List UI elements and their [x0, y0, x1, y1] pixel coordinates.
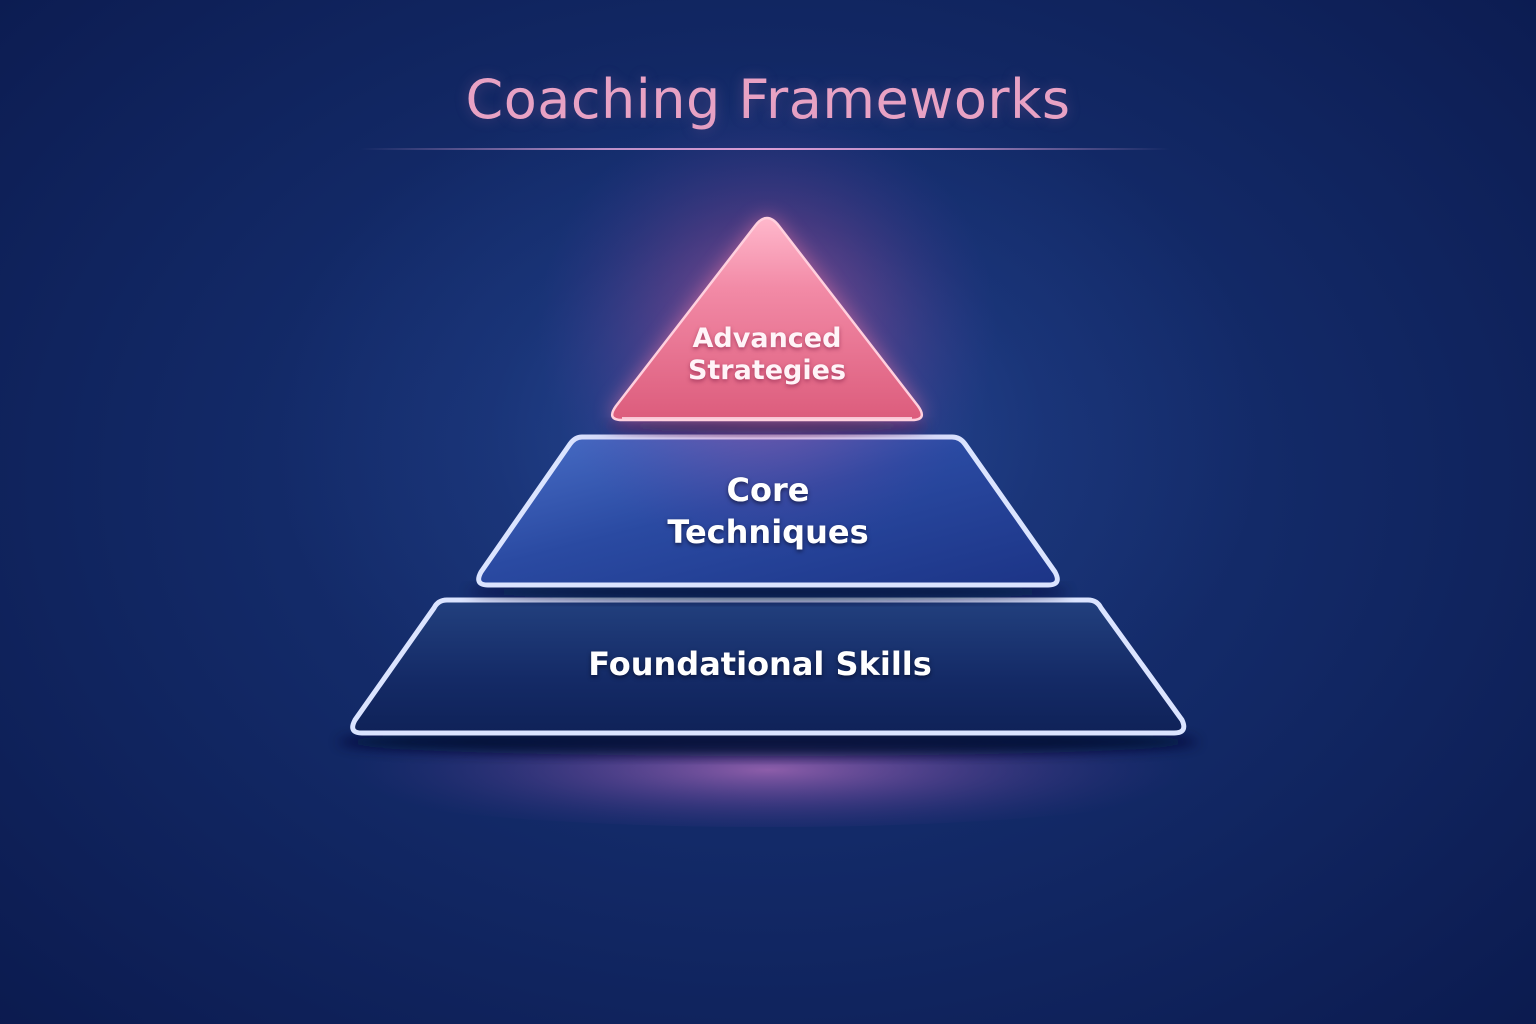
tier-label-advanced-strategies: Advanced Strategies — [617, 323, 917, 387]
tier-label-line: Advanced — [692, 323, 842, 354]
tier-label-foundational-skills: Foundational Skills — [460, 645, 1060, 684]
tier-label-line: Foundational Skills — [588, 645, 932, 683]
tier-label-line: Techniques — [667, 512, 869, 551]
tier-label-line: Strategies — [687, 354, 847, 386]
tier-advanced-strategies[interactable] — [610, 216, 924, 422]
tier-foundational-skills[interactable] — [350, 597, 1187, 736]
tier-label-core-techniques: Core Techniques — [568, 470, 968, 553]
tier-label-line: Core — [726, 471, 810, 509]
